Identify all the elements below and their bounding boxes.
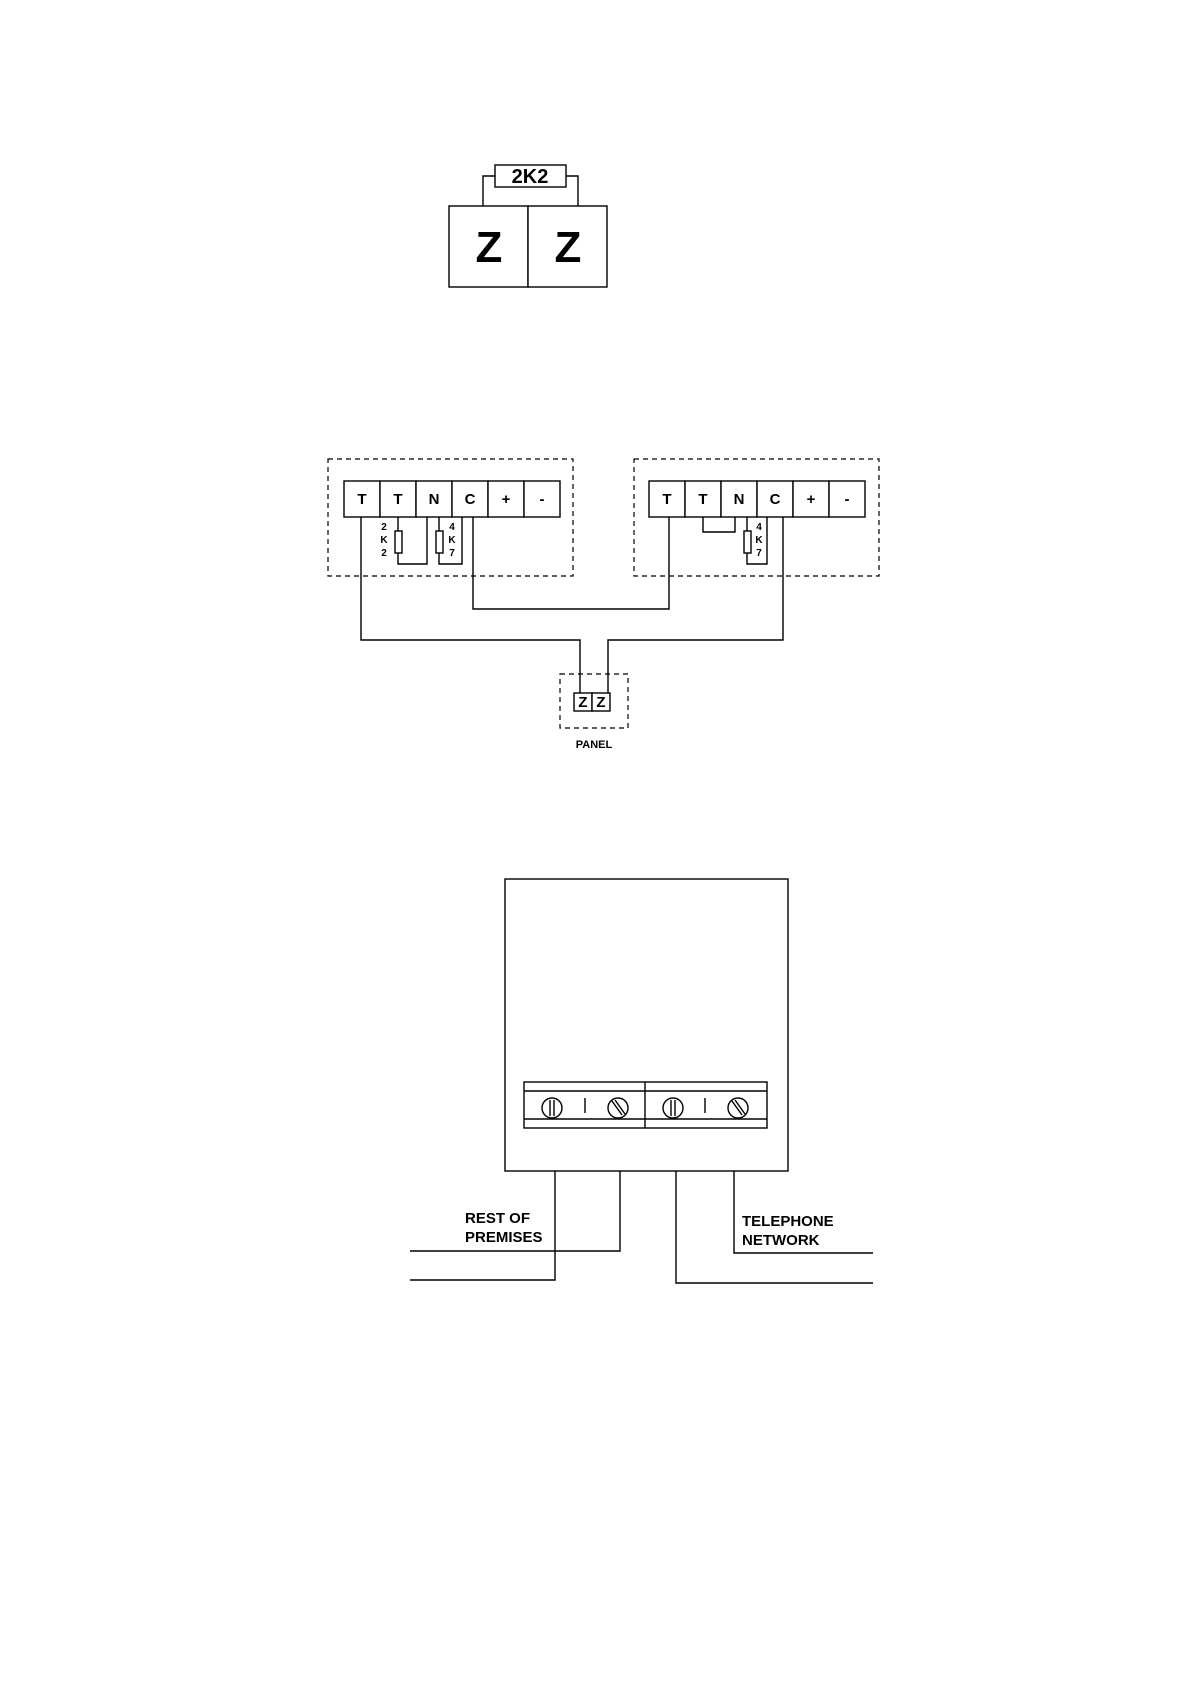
resistor-2k2-label: 2K2 [512,166,549,188]
wire-d1c-to-d2t [473,517,669,609]
d1-resistor-4k7-char: 4 [449,522,455,533]
d2-terminal-label: T [662,491,671,508]
rest-of-premises-label-line1: REST OF [465,1210,530,1227]
screw-icon [608,1098,628,1118]
d2-terminal-label: C [770,491,781,508]
zz-resistor-diagram: 2K2 Z Z [449,165,607,287]
panel-terminal-z-right-label: Z [596,694,605,711]
rest-of-premises-label-line2: PREMISES [465,1229,543,1246]
d1-terminal-label: + [502,491,511,508]
d2-resistor-4k7-char: 4 [756,522,762,533]
telephone-network-label-line1: TELEPHONE [742,1213,834,1230]
d1-resistor-2k2-char: K [380,535,388,546]
d1-resistor-2k2-char: 2 [381,522,387,533]
d1-terminal-label: T [357,491,366,508]
d1-resistor-4k7-char: 7 [449,548,455,559]
d1-terminal-label: - [540,491,545,508]
d1-resistor-2k2-char: 2 [381,548,387,559]
d2-resistor-4k7-char: K [755,535,763,546]
screw-icon [663,1098,683,1118]
screw-icon [728,1098,748,1118]
d2-resistor-4k7 [744,531,751,553]
detector-2-terminal-block: T T N C + - [649,481,865,517]
d2-resistor-4k7-char: 7 [756,548,762,559]
d1-terminal-label: C [465,491,476,508]
d2-terminal-label: T [698,491,707,508]
d2-terminal-label: + [807,491,816,508]
d2-terminal-label: N [734,491,745,508]
d1-terminal-label: N [429,491,440,508]
terminal-z-left-label: Z [476,223,503,272]
panel-terminal-z-left-label: Z [578,694,587,711]
telephone-network-label-line2: NETWORK [742,1232,820,1249]
d1-resistor-4k7-char: K [448,535,456,546]
screw-icon [542,1098,562,1118]
d1-resistor-2k2 [395,531,402,553]
detector-1-terminal-block: T T N C + - [344,481,560,517]
d1-resistor-4k7 [436,531,443,553]
panel-label: PANEL [576,739,613,751]
terminal-z-right-label: Z [555,223,582,272]
d2-terminal-label: - [845,491,850,508]
detector-wiring-diagram: T T N C + - 2 K 2 4 K 7 T T [328,459,879,751]
d2-link-wire [703,517,735,532]
telephone-socket-diagram: REST OF PREMISES TELEPHONE NETWORK [410,879,873,1283]
wire-d1t-to-panel [361,517,580,694]
d1-terminal-label: T [393,491,402,508]
